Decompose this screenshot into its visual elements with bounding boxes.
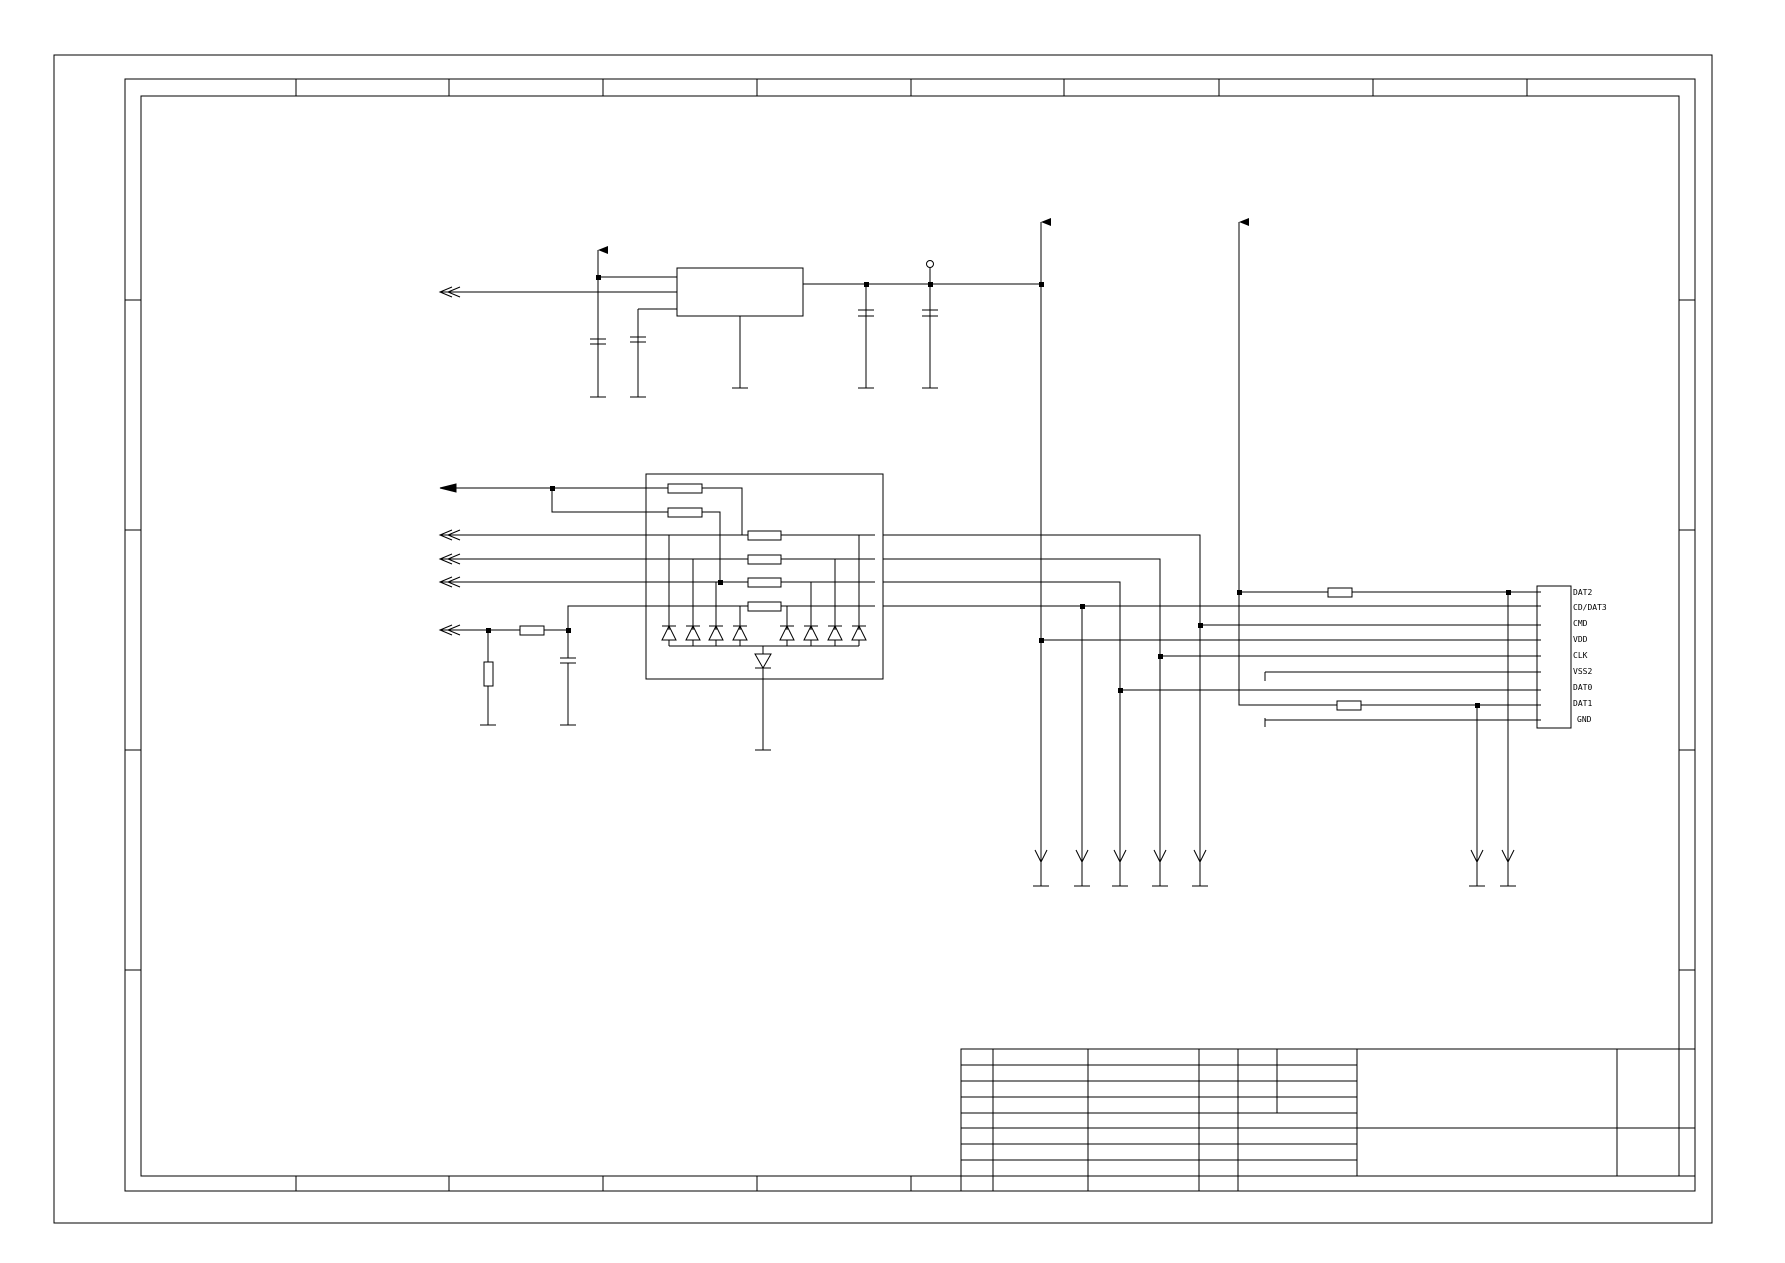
sd-card-connector <box>1536 585 1572 729</box>
pin-label: CMD <box>1573 619 1588 628</box>
resistor-icon <box>747 554 782 565</box>
double-arrow-left-icon <box>438 576 461 588</box>
capacitor-icon <box>630 336 646 343</box>
resistor-icon <box>1327 587 1353 598</box>
double-arrow-left-icon <box>438 286 461 298</box>
diode-icon <box>779 624 795 646</box>
resistor-icon <box>747 530 782 541</box>
diode-icon <box>851 624 867 646</box>
resistor-icon <box>667 483 703 494</box>
pin-label: CLK <box>1573 651 1588 660</box>
diode-icon <box>732 624 748 646</box>
pin-label: VSS2 <box>1573 667 1592 676</box>
esd-array-section <box>438 473 884 751</box>
pin-label: DAT1 <box>1573 699 1592 708</box>
diode-icon <box>827 624 843 646</box>
diode-icon <box>685 624 701 646</box>
sd-card-bus <box>883 218 1572 887</box>
double-arrow-left-icon <box>438 529 461 541</box>
pin-label: VDD <box>1573 635 1588 644</box>
drawing-frame <box>53 54 1713 1224</box>
junction-dots <box>486 275 1511 708</box>
esd-protection-ic <box>645 473 884 680</box>
resistor-icon <box>1336 700 1362 711</box>
title-block <box>960 1048 1696 1192</box>
diode-icon <box>803 624 819 646</box>
voltage-regulator-ic <box>676 267 804 317</box>
capacitor-icon <box>590 338 606 345</box>
test-point-icon <box>1033 849 1516 887</box>
resistor-icon <box>747 577 782 588</box>
connector-pin-labels: DAT2 CD/DAT3 CMD VDD CLK VSS2 DAT0 DAT1 … <box>1573 588 1607 724</box>
pin-label: DAT2 <box>1573 588 1592 597</box>
diode-icon <box>708 624 724 646</box>
pin-label: CD/DAT3 <box>1573 603 1607 612</box>
resistor-icon <box>483 661 494 687</box>
resistor-icon <box>667 507 703 518</box>
pin-label: GND <box>1577 715 1592 724</box>
regulator-section <box>438 246 1041 398</box>
diode-icon <box>754 653 772 670</box>
double-arrow-left-icon <box>438 624 461 636</box>
resistor-icon <box>519 625 545 636</box>
diode-icon <box>661 624 677 646</box>
resistor-icon <box>747 601 782 612</box>
pin-label: DAT0 <box>1573 683 1592 692</box>
arrow-left-icon <box>439 483 457 493</box>
double-arrow-left-icon <box>438 553 461 565</box>
test-point-icon <box>926 260 934 268</box>
